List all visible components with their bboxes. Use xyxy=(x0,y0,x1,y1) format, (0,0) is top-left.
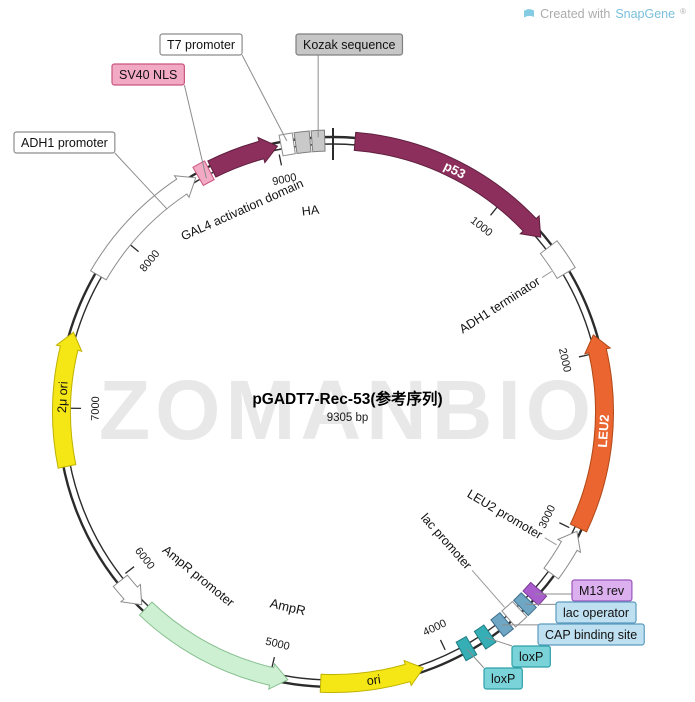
feature-p53[interactable] xyxy=(353,131,542,238)
callout-label-t7-promoter[interactable]: T7 promoter xyxy=(167,38,235,52)
tick-label-7000: 7000 xyxy=(90,396,102,421)
tick-9000 xyxy=(278,154,283,166)
feature-t7-promoter[interactable] xyxy=(278,132,296,157)
tick-label-6000: 6000 xyxy=(132,545,157,572)
background-watermark: ZOMANBIO xyxy=(98,363,597,457)
callout-sv40-nls[interactable]: SV40 NLS xyxy=(111,63,185,86)
credit-prefix: Created with xyxy=(540,7,611,21)
tick-label-5000: 5000 xyxy=(264,636,291,653)
callout-line-t7-promoter xyxy=(241,54,288,142)
tick-2000 xyxy=(578,353,590,358)
snapgene-credit: Created with SnapGene ® xyxy=(522,7,686,23)
tick-label-4000: 4000 xyxy=(421,617,448,638)
label-connector xyxy=(544,537,557,546)
label-connector xyxy=(541,270,552,278)
feature-ha[interactable] xyxy=(293,130,312,155)
feature-ampr-promoter[interactable] xyxy=(112,574,143,606)
tick-1000 xyxy=(490,206,498,216)
feature-gal4-activation-domain[interactable] xyxy=(207,136,279,178)
feature-leu2-promoter[interactable] xyxy=(543,530,582,580)
callout-kozak-sequence[interactable]: Kozak sequence xyxy=(295,33,404,56)
credit-brand: SnapGene xyxy=(615,7,676,21)
callout-box-adh1-promoter[interactable] xyxy=(13,131,116,154)
callout-adh1-promoter[interactable]: ADH1 promoter xyxy=(13,131,116,154)
callout-line-adh1-promoter xyxy=(114,152,168,210)
feature-kozak-sequence[interactable] xyxy=(310,129,326,153)
callout-m13-rev[interactable]: M13 rev xyxy=(571,579,633,602)
callout-label-loxp[interactable]: loxP xyxy=(491,672,515,686)
callout-loxp[interactable]: loxP xyxy=(483,667,523,690)
callout-label-m13-rev[interactable]: M13 rev xyxy=(579,584,625,598)
layer-features xyxy=(52,129,614,694)
callout-label-lac-operator[interactable]: lac operator xyxy=(563,606,629,620)
feature-lac-promoter[interactable] xyxy=(501,600,528,628)
feature-cap-binding-site[interactable] xyxy=(490,611,515,638)
callout-box-loxp[interactable] xyxy=(511,645,551,668)
feature-adh1-promoter[interactable] xyxy=(89,175,197,281)
callout-label-cap-binding-site[interactable]: CAP binding site xyxy=(545,628,637,642)
feature-lac-operator[interactable] xyxy=(512,592,538,617)
callout-box-lac-operator[interactable] xyxy=(555,601,637,624)
tick-6000 xyxy=(124,566,135,574)
callout-box-m13-rev[interactable] xyxy=(571,579,633,602)
tick-label-1000: 1000 xyxy=(468,215,495,240)
feature-leu2[interactable] xyxy=(569,334,614,533)
tick-5000 xyxy=(271,656,276,668)
feature-label-gal4-activation-domain[interactable]: GAL4 activation domain xyxy=(179,176,306,243)
callout-line-sv40-nls xyxy=(183,84,207,179)
layer-callouts: ADH1 promoter SV40 NLS T7 promoter Kozak se… xyxy=(13,33,645,690)
feature-label-ampr-promoter[interactable]: AmpR promoter xyxy=(160,543,237,610)
callout-label-sv40-nls[interactable]: SV40 NLS xyxy=(119,68,177,82)
feature-label-leu2[interactable]: LEU2 xyxy=(595,414,612,448)
label-connector xyxy=(471,569,505,608)
callout-box-cap-binding-site[interactable] xyxy=(537,623,645,646)
feature-label-ori[interactable]: ori xyxy=(366,672,382,688)
feature-label-adh1-terminator[interactable]: ADH1 terminator xyxy=(457,274,543,336)
feature-label-ha[interactable]: HA xyxy=(301,203,320,219)
feature-label-ampr[interactable]: AmpR xyxy=(269,595,308,618)
callout-label-kozak-sequence[interactable]: Kozak sequence xyxy=(303,38,395,52)
tick-label-2000: 2000 xyxy=(556,347,573,374)
layer-lines xyxy=(114,54,572,669)
snapgene-logo-icon xyxy=(524,9,535,21)
feature-ampr[interactable] xyxy=(138,601,289,691)
tick-label-9000: 9000 xyxy=(271,171,297,188)
callout-lac-operator[interactable]: lac operator xyxy=(555,601,637,624)
callout-label-loxp[interactable]: loxP xyxy=(519,650,543,664)
feature-adh1-terminator[interactable] xyxy=(539,240,576,280)
callout-box-kozak-sequence[interactable] xyxy=(295,33,404,56)
credit-registered: ® xyxy=(680,7,686,16)
feature-2-ori[interactable] xyxy=(52,331,83,469)
callout-box-loxp[interactable] xyxy=(483,667,523,690)
callout-loxp[interactable]: loxP xyxy=(511,645,551,668)
callout-box-t7-promoter[interactable] xyxy=(159,33,243,56)
callout-box-sv40-nls[interactable] xyxy=(111,63,185,86)
feature-label-leu2-promoter[interactable]: LEU2 promoter xyxy=(465,487,545,542)
feature-m13-rev[interactable] xyxy=(522,581,548,607)
feature-sv40-nls[interactable] xyxy=(192,160,215,187)
callout-line-loxp xyxy=(485,636,513,647)
feature-loxp[interactable] xyxy=(473,624,497,650)
tick-label-8000: 8000 xyxy=(138,248,163,275)
callout-label-adh1-promoter[interactable]: ADH1 promoter xyxy=(21,136,108,150)
callout-cap-binding-site[interactable]: CAP binding site xyxy=(537,623,645,646)
feature-ori[interactable] xyxy=(319,659,425,694)
callout-t7-promoter[interactable]: T7 promoter xyxy=(159,33,243,56)
callout-line-loxp xyxy=(466,648,485,669)
feature-label-2-ori[interactable]: 2μ ori xyxy=(55,381,71,413)
tick-4000 xyxy=(439,639,446,651)
feature-label-lac-promoter[interactable]: lac promoter xyxy=(418,511,474,572)
tick-3000 xyxy=(559,522,570,529)
tick-8000 xyxy=(129,244,139,253)
